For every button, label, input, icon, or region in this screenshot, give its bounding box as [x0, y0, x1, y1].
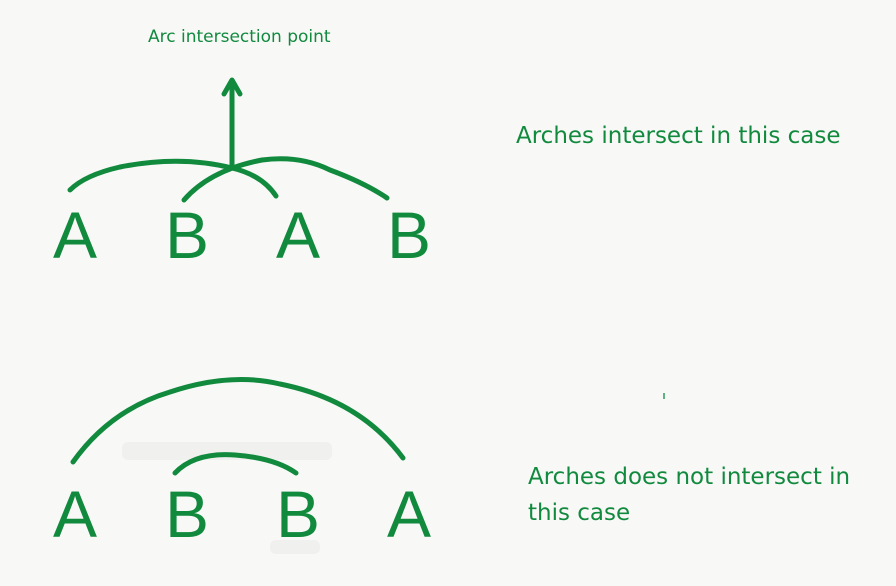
no-intersect-caption: Arches does not intersect in this case: [528, 459, 868, 531]
bottom-letter-1: A: [52, 477, 98, 551]
no-intersect-caption-line-1: Arches does not intersect in: [528, 464, 851, 490]
bottom-letter-4: A: [386, 477, 432, 551]
eraser-smudge: [270, 540, 320, 554]
top-letter-1: A: [52, 198, 98, 272]
no-intersect-caption-line-2: this case: [528, 500, 631, 526]
arc-a-to-a: [67, 158, 279, 199]
bottom-letter-3: B: [275, 477, 321, 551]
arc-intersection-label: Arc intersection point: [148, 27, 331, 47]
top-letter-3: A: [275, 198, 321, 272]
arc-inner-b-to-b: [172, 452, 299, 476]
intersect-caption: Arches intersect in this case: [516, 123, 841, 149]
intersection-arrow-head: [221, 77, 243, 97]
arc-outer-a-to-a: [70, 377, 406, 465]
bottom-letter-2: B: [164, 477, 210, 551]
top-letter-4: B: [386, 198, 432, 272]
arc-b-to-b: [181, 156, 390, 203]
top-letter-2: B: [164, 198, 210, 272]
eraser-smudge: [122, 442, 332, 460]
